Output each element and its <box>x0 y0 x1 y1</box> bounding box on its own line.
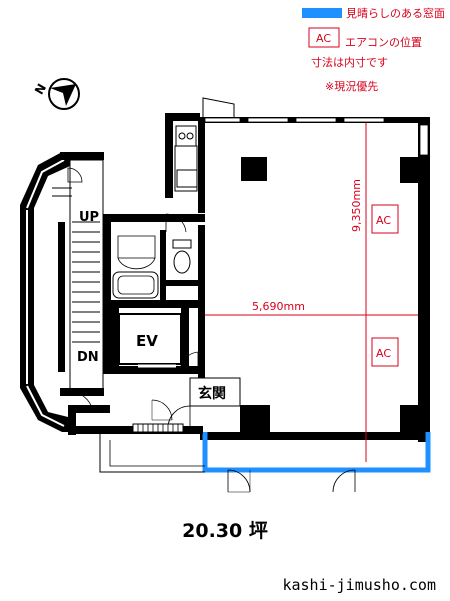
ac-marker-lower <box>371 337 399 367</box>
view-window-line <box>202 432 431 473</box>
ev-label: EV <box>136 332 158 350</box>
current-condition-note-text: ※現況優先 <box>325 79 378 93</box>
staircase: UP DN <box>20 152 104 432</box>
north-arrow-icon: N <box>32 78 80 110</box>
kitchenette <box>165 113 200 198</box>
core-area: EV 玄関 <box>103 213 241 430</box>
dimension-note-text: 寸法は内寸です <box>311 55 388 69</box>
ac-legend-box <box>308 27 340 48</box>
ac-legend-box-text: AC <box>316 32 331 45</box>
north-label: N <box>32 81 49 97</box>
stair-down-label: DN <box>77 350 99 365</box>
ac-label-lower: AC <box>376 347 391 360</box>
entrance-label: 玄関 <box>198 385 226 402</box>
width-dimension-text: 5,690mm <box>252 300 305 313</box>
ac-marker-upper <box>371 204 399 234</box>
ac-label-upper: AC <box>376 214 391 227</box>
site-url-label[interactable]: kashi-jimusho.com <box>282 576 436 594</box>
lobby <box>68 392 205 473</box>
depth-dimension-text: 9,350mm <box>350 179 363 232</box>
view-window-swatch <box>302 8 342 18</box>
bathtub-icon <box>112 271 159 299</box>
toilet-icon <box>172 239 192 274</box>
office-room: 9,350mm 5,690mm AC AC <box>198 97 431 493</box>
view-window-legend-text: 見晴らしのある窓面 <box>346 6 445 20</box>
floor-area-label: 20.30 坪 <box>182 520 268 542</box>
legend: 見晴らしのある窓面 AC エアコンの位置 寸法は内寸です ※現況優先 <box>302 6 445 93</box>
ac-position-legend-text: エアコンの位置 <box>345 35 422 49</box>
stair-up-label: UP <box>79 210 99 225</box>
